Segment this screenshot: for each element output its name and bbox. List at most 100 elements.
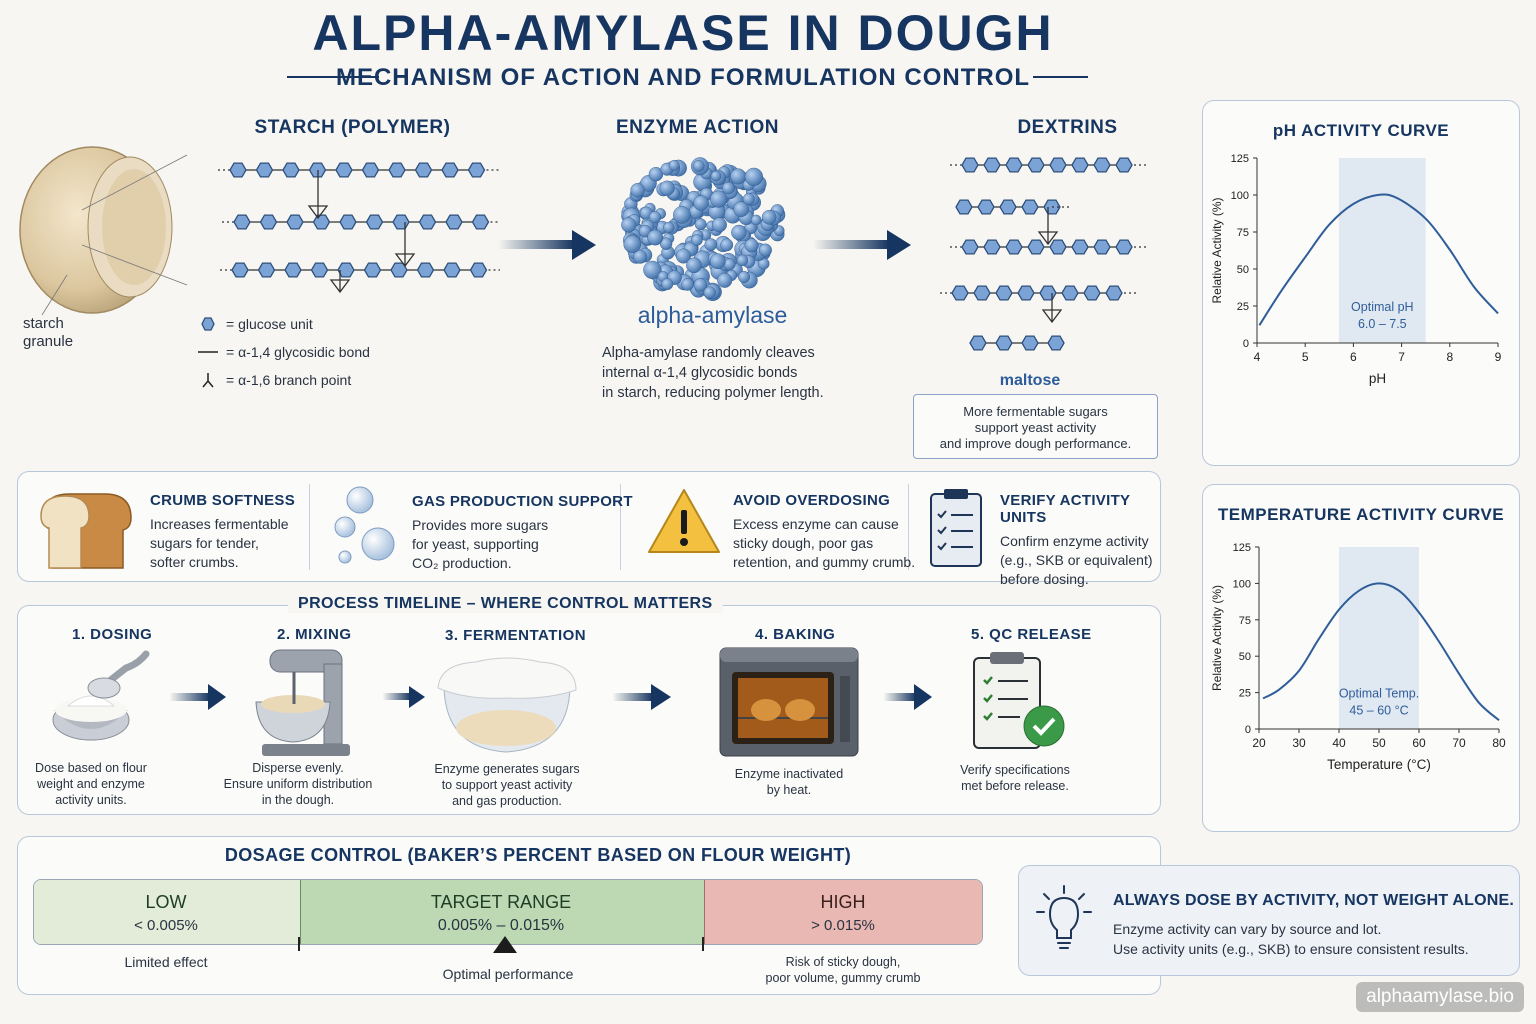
glucose-unit bbox=[286, 214, 304, 230]
glucose-unit bbox=[1005, 157, 1023, 173]
page-subtitle: MECHANISM OF ACTION AND FORMULATION CONT… bbox=[335, 64, 1031, 91]
dosage-control-panel: DOSAGE CONTROL (BAKER’S PERCENT BASED ON… bbox=[17, 836, 1161, 995]
step-text-line: Verify specifications bbox=[960, 763, 1070, 777]
low-label: LOW bbox=[145, 892, 187, 912]
optimal-label: Optimal Temp. bbox=[1339, 687, 1419, 701]
enzyme-description: Alpha-amylase randomly cleaves internal … bbox=[602, 343, 824, 403]
optimal-range-band bbox=[1338, 158, 1426, 343]
dosage-band-low bbox=[34, 880, 300, 944]
temperature-chart-title: TEMPERATURE ACTIVITY CURVE bbox=[1217, 505, 1505, 524]
optimal-range-band bbox=[1339, 547, 1419, 729]
step-qc-release-text: Verify specifications met before release… bbox=[940, 762, 1090, 794]
step-text-line: Enzyme inactivated bbox=[734, 767, 844, 781]
x-tick-label: 9 bbox=[1495, 350, 1502, 364]
glucose-unit bbox=[467, 162, 486, 178]
tip-line1: Enzyme activity can vary by source and l… bbox=[1113, 921, 1382, 937]
glucose-unit bbox=[1061, 285, 1079, 301]
glucose-unit bbox=[1047, 335, 1065, 351]
step-qc-release-title: 5. QC RELEASE bbox=[971, 626, 1092, 643]
glucose-unit bbox=[973, 285, 991, 301]
qc-clipboard-check-icon bbox=[973, 652, 1065, 749]
glucose-unit bbox=[983, 239, 1001, 255]
x-tick-label: 50 bbox=[1372, 736, 1386, 750]
granule-label-line1: starch bbox=[23, 315, 64, 332]
glucose-unit bbox=[1017, 285, 1035, 301]
x-tick-label: 30 bbox=[1292, 736, 1306, 750]
step-text-line: and gas production. bbox=[452, 794, 562, 808]
glucose-unit bbox=[977, 199, 995, 215]
y-tick-label: 100 bbox=[1231, 190, 1249, 202]
glucose-unit bbox=[999, 199, 1017, 215]
glucose-unit bbox=[961, 239, 979, 255]
y-axis-label: Relative Activity (%) bbox=[1210, 585, 1224, 691]
low-band-text: LOW < 0.005% bbox=[33, 881, 299, 945]
glucose-unit bbox=[284, 262, 302, 278]
arrow-right-icon bbox=[383, 686, 425, 708]
glucose-unit bbox=[1027, 239, 1045, 255]
page-title: ALPHA-AMYLASE IN DOUGH bbox=[312, 5, 1054, 61]
ph-chart-title: pH ACTIVITY CURVE bbox=[1272, 121, 1450, 140]
glucose-unit bbox=[282, 162, 300, 178]
benefit-text: Provides more sugars bbox=[412, 517, 549, 533]
glucose-unit bbox=[255, 162, 274, 178]
benefit-text: Excess enzyme can cause bbox=[733, 516, 899, 532]
glucose-unit bbox=[469, 262, 488, 278]
dosage-band-high bbox=[704, 880, 982, 944]
process-timeline-panel: PROCESS TIMELINE – WHERE CONTROL MATTERS… bbox=[17, 595, 1161, 815]
granule-label-line2: granule bbox=[23, 333, 74, 350]
step-baking-text: Enzyme inactivated by heat. bbox=[718, 766, 860, 798]
legend-bond: = α-1,4 glycosidic bond bbox=[198, 343, 370, 361]
dosage-heading: DOSAGE CONTROL (BAKER’S PERCENT BASED ON… bbox=[224, 845, 852, 865]
high-band-text: HIGH > 0.015% bbox=[703, 881, 983, 945]
dosage-range-bar bbox=[33, 879, 983, 945]
benefit-title: VERIFY ACTIVITY UNITS bbox=[1000, 492, 1131, 526]
subtitle-rule-left bbox=[287, 76, 379, 78]
x-tick-label: 6 bbox=[1350, 350, 1357, 364]
benefit-text: retention, and gummy crumb. bbox=[733, 554, 916, 570]
high-note-line2: poor volume, gummy crumb bbox=[765, 971, 921, 985]
glucose-unit bbox=[233, 214, 251, 230]
step-text-line: weight and enzyme bbox=[37, 777, 145, 791]
target-value: 0.005% – 0.015% bbox=[437, 916, 565, 934]
sugars-note-line1: More fermentable sugars bbox=[963, 404, 1108, 419]
glucose-unit bbox=[361, 162, 380, 178]
benefit-text: softer crumbs. bbox=[150, 554, 239, 570]
glucose-unit bbox=[1071, 239, 1089, 255]
dosage-band-target bbox=[300, 880, 704, 944]
glucose-unit bbox=[1093, 157, 1111, 173]
arrow-right-icon bbox=[884, 684, 932, 710]
glucose-unit bbox=[995, 285, 1013, 301]
y-tick-label: 75 bbox=[1237, 227, 1249, 239]
glucose-unit bbox=[365, 214, 384, 230]
glucose-unit bbox=[335, 162, 353, 178]
optimal-label: Optimal pH bbox=[1351, 300, 1414, 314]
glucose-unit bbox=[312, 214, 331, 230]
high-note: Risk of sticky dough, poor volume, gummy… bbox=[703, 954, 983, 986]
y-tick-label: 75 bbox=[1239, 615, 1251, 627]
divider bbox=[309, 484, 310, 570]
step-fermentation-text: Enzyme generates sugars to support yeast… bbox=[427, 761, 587, 809]
benefit-text: (e.g., SKB or equivalent) bbox=[1000, 552, 1153, 568]
glucose-unit bbox=[1005, 239, 1023, 255]
enzyme-heading: ENZYME ACTION bbox=[615, 117, 780, 138]
alpha-amylase-protein-image bbox=[621, 157, 786, 301]
glucose-unit bbox=[969, 335, 987, 351]
glucose-unit bbox=[310, 262, 329, 278]
enzyme-desc-line2: internal α-1,4 glycosidic bonds bbox=[602, 365, 798, 381]
step-text-line: met before release. bbox=[961, 779, 1069, 793]
step-fermentation-title: 3. FERMENTATION bbox=[445, 627, 587, 644]
step-mixing-text: Disperse evenly. Ensure uniform distribu… bbox=[218, 760, 378, 808]
x-tick-label: 60 bbox=[1412, 736, 1426, 750]
bread-icon bbox=[40, 493, 132, 569]
fermentation-bowl-icon bbox=[437, 657, 577, 753]
step-text-line: Disperse evenly. bbox=[252, 761, 344, 775]
step-text-line: in the dough. bbox=[261, 793, 335, 807]
legend-branch: = α-1,6 branch point bbox=[198, 371, 351, 389]
glucose-unit bbox=[1021, 335, 1039, 351]
timeline-heading: PROCESS TIMELINE – WHERE CONTROL MATTERS bbox=[288, 595, 723, 613]
glucose-unit bbox=[418, 214, 437, 230]
watermark: alphaamylase.bio bbox=[1356, 982, 1524, 1012]
